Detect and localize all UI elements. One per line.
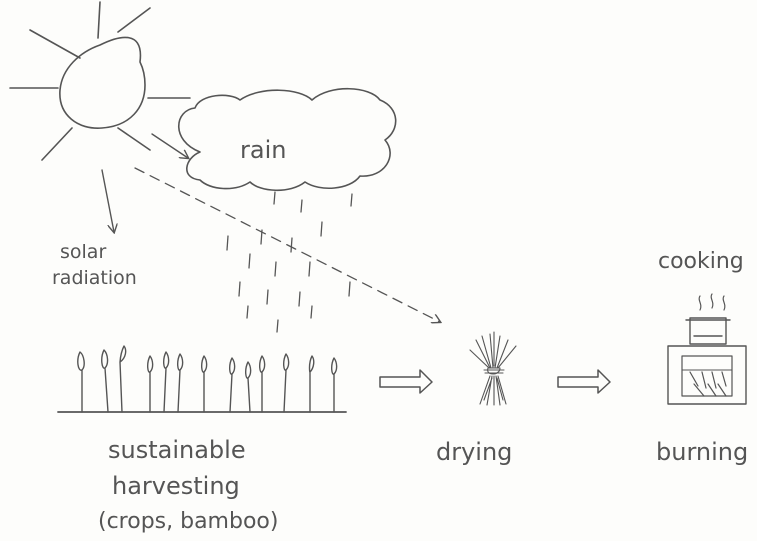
cloud-icon (177, 87, 397, 192)
drying-to-burning-arrow (557, 369, 611, 394)
drying-label: drying (436, 438, 512, 466)
cooking-pot-icon (685, 317, 731, 345)
rain-label: rain (240, 136, 286, 164)
crops-icon (57, 345, 347, 413)
dried-bundle-icon (469, 331, 517, 406)
sun-to-drying-arrow (134, 167, 440, 322)
sun-icon (9, 1, 191, 161)
raindrops-icon (226, 191, 353, 333)
harvest-label-line1: sustainable (108, 436, 246, 464)
steam-icon (698, 293, 726, 311)
sun-to-rain-arrow (151, 133, 188, 158)
harvest-label-line3: (crops, bamboo) (98, 509, 278, 534)
solar-radiation-label-line1: solar (60, 241, 106, 263)
solar-radiation-label-line2: radiation (52, 267, 137, 289)
burning-label: burning (656, 438, 748, 466)
harvest-label-line2: harvesting (112, 472, 240, 500)
cooking-label: cooking (658, 249, 744, 274)
stove-icon (667, 345, 747, 405)
harvest-to-drying-arrow (379, 369, 433, 394)
solar-radiation-arrow (101, 169, 114, 232)
